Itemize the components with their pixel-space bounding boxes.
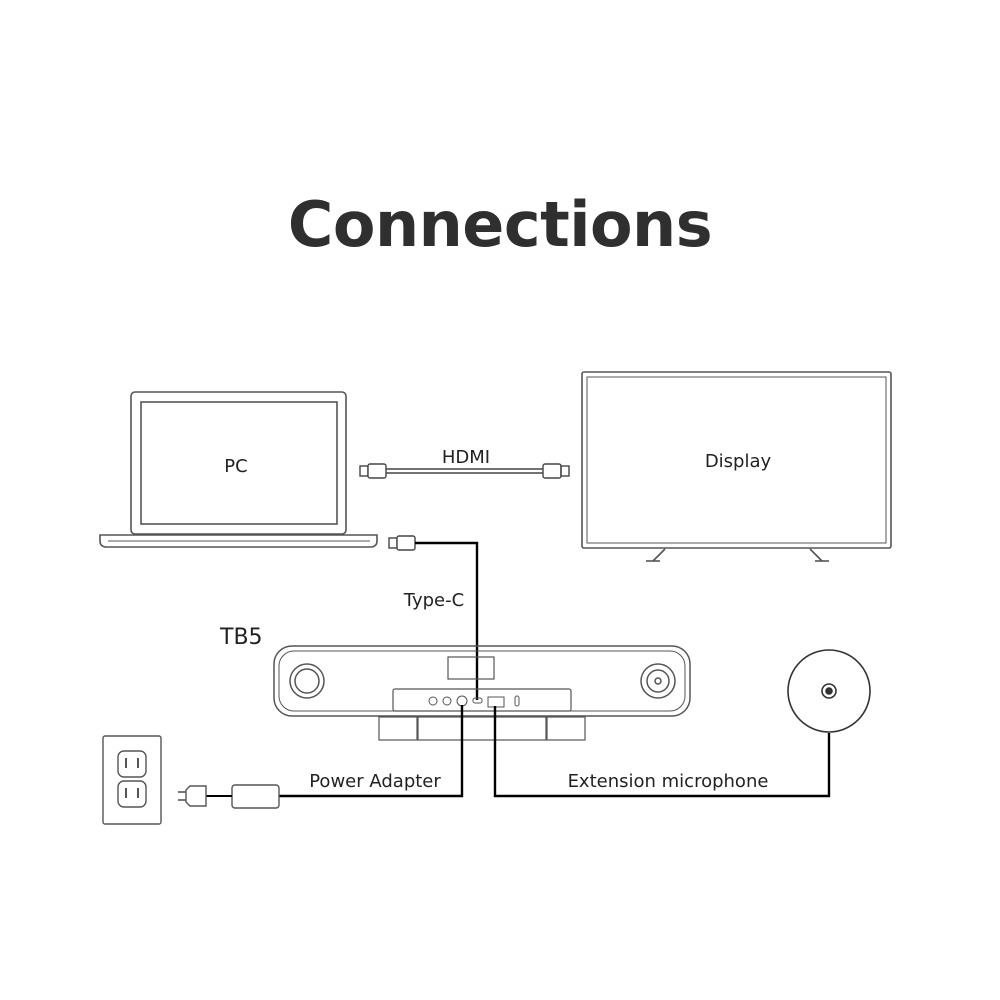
tb5-device-icon: [273, 645, 691, 741]
hdmi-cable: [359, 463, 570, 479]
type-c-label: Type-C: [403, 590, 464, 611]
pc-label: PC: [224, 456, 247, 477]
type-c-cable: [388, 535, 479, 700]
hdmi-label: HDMI: [442, 447, 490, 468]
device-label: TB5: [219, 625, 263, 650]
display-label: Display: [705, 451, 772, 472]
power-cable: [178, 705, 464, 809]
wall-outlet-icon: [102, 735, 162, 825]
microphone-cable: [493, 706, 831, 798]
display-icon: [581, 371, 892, 562]
power-adapter-label: Power Adapter: [309, 771, 441, 792]
laptop-icon: [99, 391, 378, 548]
page-title: Connections: [287, 188, 713, 261]
microphone-icon: [787, 649, 871, 733]
extension-microphone-label: Extension microphone: [568, 771, 769, 792]
